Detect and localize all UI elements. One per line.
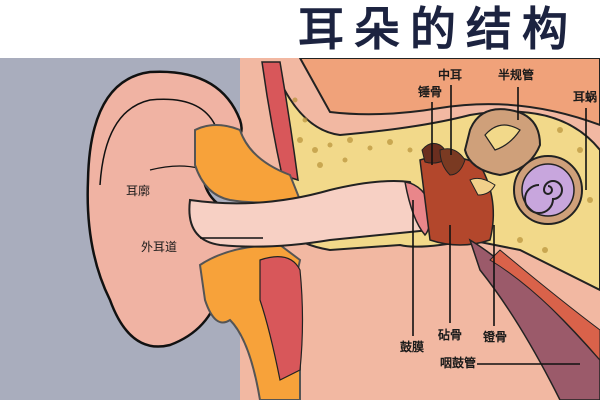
- cochlea-spiral: [524, 180, 563, 214]
- ear-illustration: [0, 58, 600, 400]
- label-middle-ear: 中耳: [438, 68, 463, 82]
- label-incus: 砧骨: [438, 328, 463, 342]
- canal-gap: [484, 124, 521, 151]
- muscle-lower: [259, 256, 304, 381]
- diagram-title: 耳朵的结构: [298, 2, 578, 56]
- label-semicircular-canals: 半规管: [498, 68, 535, 82]
- helix-fold: [99, 98, 216, 186]
- stapes-shape: [469, 177, 496, 196]
- label-eardrum: 鼓膜: [400, 340, 425, 354]
- bone-texture: [292, 97, 593, 253]
- label-stapes: 镫骨: [483, 330, 508, 344]
- incus-shape: [439, 148, 466, 176]
- label-cochlea: 耳蜗: [573, 90, 598, 104]
- title-bar: 耳朵的结构: [0, 0, 600, 58]
- ear-diagram: 中耳 半规管 锤骨 耳蜗 耳廓 外耳道 鼓膜 砧骨 镫骨 咽鼓管: [0, 58, 600, 400]
- label-malleus: 锤骨: [418, 85, 443, 99]
- cochlea: [521, 163, 575, 217]
- muscle-upper: [261, 61, 299, 182]
- label-ear-canal: 外耳道: [141, 240, 178, 254]
- label-pinna: 耳廓: [126, 184, 151, 198]
- skull-outer-layer: [298, 58, 600, 127]
- label-eustachian-tube: 咽鼓管: [440, 356, 477, 370]
- ear-canal: [188, 180, 432, 248]
- leader-lines: [200, 85, 587, 365]
